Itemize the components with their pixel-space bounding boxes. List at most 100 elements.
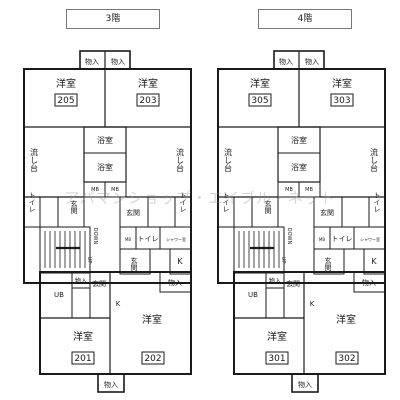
- sink-label: 流し台: [224, 147, 233, 173]
- storage-label: 物入: [85, 57, 99, 66]
- room-number-box: [330, 93, 354, 107]
- mb-label: MB: [111, 187, 119, 193]
- room-number-box: [54, 93, 78, 107]
- room-number-box: [71, 351, 95, 365]
- room-label-western: 洋室: [56, 77, 76, 90]
- kitchen-label: K: [177, 257, 183, 266]
- storage-label: 物入: [111, 57, 125, 66]
- toilet-label: トイレ: [179, 192, 187, 213]
- room-number: 301: [268, 354, 285, 364]
- storage-label: 物入: [362, 278, 376, 287]
- toilet-left: [217, 196, 235, 228]
- outer-wall-lower: [233, 271, 386, 375]
- watermark-text: アパマンショップ・エイブル・ネット: [64, 189, 336, 207]
- entrance-label: 玄関: [286, 279, 300, 288]
- storage-notch-bottom: [97, 373, 125, 393]
- floor-title-4f: 4階: [258, 9, 352, 29]
- shower-block: [313, 226, 386, 250]
- toilet-label: トイレ: [373, 192, 381, 213]
- storage-lower-right: [159, 271, 192, 293]
- unit-bath-label: UB: [54, 291, 64, 299]
- storage-small: [71, 271, 91, 289]
- outer-wall-main: [23, 68, 192, 284]
- toilet-label: トイレ: [28, 192, 36, 213]
- toilet-label: トイレ: [138, 235, 159, 243]
- bath-label: 浴室: [97, 162, 113, 172]
- storage-label: 物入: [298, 380, 312, 389]
- room-number-box: [141, 351, 165, 365]
- entrance-lower: [313, 248, 345, 275]
- stairwell: [233, 226, 285, 274]
- shower-block: [119, 226, 192, 250]
- mb-label: MB: [285, 187, 293, 193]
- storage-label: 物入: [279, 57, 293, 66]
- storage-lower-right: [353, 271, 386, 293]
- kitchen-label: K: [116, 300, 121, 308]
- entrance-label: 玄関: [70, 199, 78, 215]
- entrance-label: 玄関: [264, 199, 272, 215]
- bath-label: 浴室: [291, 162, 307, 172]
- kitchen-small: [363, 248, 386, 275]
- sink-label: 流し台: [176, 147, 185, 173]
- bath-label: 浴室: [291, 135, 307, 145]
- floor-title-3f: 3階: [66, 9, 160, 29]
- room-number-box: [248, 93, 272, 107]
- outer-wall-lower: [39, 271, 192, 375]
- room-number: 303: [333, 96, 350, 106]
- storage-label: 物入: [305, 57, 319, 66]
- kitchen-small: [169, 248, 192, 275]
- mb-label: MB: [125, 237, 131, 242]
- storage-label: 物入: [104, 380, 118, 389]
- entrance-lower: [119, 248, 151, 275]
- room-number: 203: [139, 96, 156, 106]
- bath-label: 浴室: [97, 135, 113, 145]
- room-number: 201: [74, 354, 91, 364]
- mb-label: MB: [91, 187, 99, 193]
- toilet-label: トイレ: [332, 235, 353, 243]
- storage-small: [265, 271, 285, 289]
- shower-label: シャワー室: [360, 236, 380, 242]
- stairwell: [39, 226, 91, 274]
- room-number: 205: [57, 96, 74, 106]
- room-number-box: [136, 93, 160, 107]
- sink-label: 流し台: [30, 147, 39, 173]
- room-label-western: 洋室: [267, 330, 287, 343]
- toilet-label: トイレ: [222, 192, 230, 213]
- unit-bath-label: UB: [248, 291, 258, 299]
- down-label: DOWN: [92, 228, 98, 245]
- outer-wall-main: [217, 68, 386, 284]
- entrance-label: 玄関: [320, 208, 334, 217]
- room-label-western: 洋室: [138, 77, 158, 90]
- down-label: DOWN: [286, 228, 292, 245]
- room-label-western: 洋室: [73, 330, 93, 343]
- kitchen-label: K: [310, 300, 315, 308]
- room-number: 305: [251, 96, 268, 106]
- room-label-western: 洋室: [336, 313, 356, 326]
- storage-label: 物入: [269, 277, 281, 285]
- entrance-label: 玄関: [126, 208, 140, 217]
- entrance-label: 玄関: [92, 279, 106, 288]
- mb-label: MB: [305, 187, 313, 193]
- room-label-western: 洋室: [142, 313, 162, 326]
- up-label: UP: [280, 257, 286, 264]
- storage-notch-bottom: [291, 373, 319, 393]
- entrance-label: 玄関: [324, 256, 332, 272]
- entrance-label: 玄関: [130, 256, 138, 272]
- up-label: UP: [86, 257, 92, 264]
- shower-label: シャワー室: [166, 236, 186, 242]
- room-number-box: [265, 351, 289, 365]
- storage-label: 物入: [168, 278, 182, 287]
- sink-label: 流し台: [370, 147, 379, 173]
- room-number-box: [335, 351, 359, 365]
- mb-label: MB: [319, 237, 325, 242]
- toilet-left: [23, 196, 41, 228]
- room-number: 302: [338, 354, 355, 364]
- room-label-western: 洋室: [250, 77, 270, 90]
- room-number: 202: [144, 354, 161, 364]
- room-label-western: 洋室: [332, 77, 352, 90]
- storage-label: 物入: [75, 277, 87, 285]
- kitchen-label: K: [371, 257, 377, 266]
